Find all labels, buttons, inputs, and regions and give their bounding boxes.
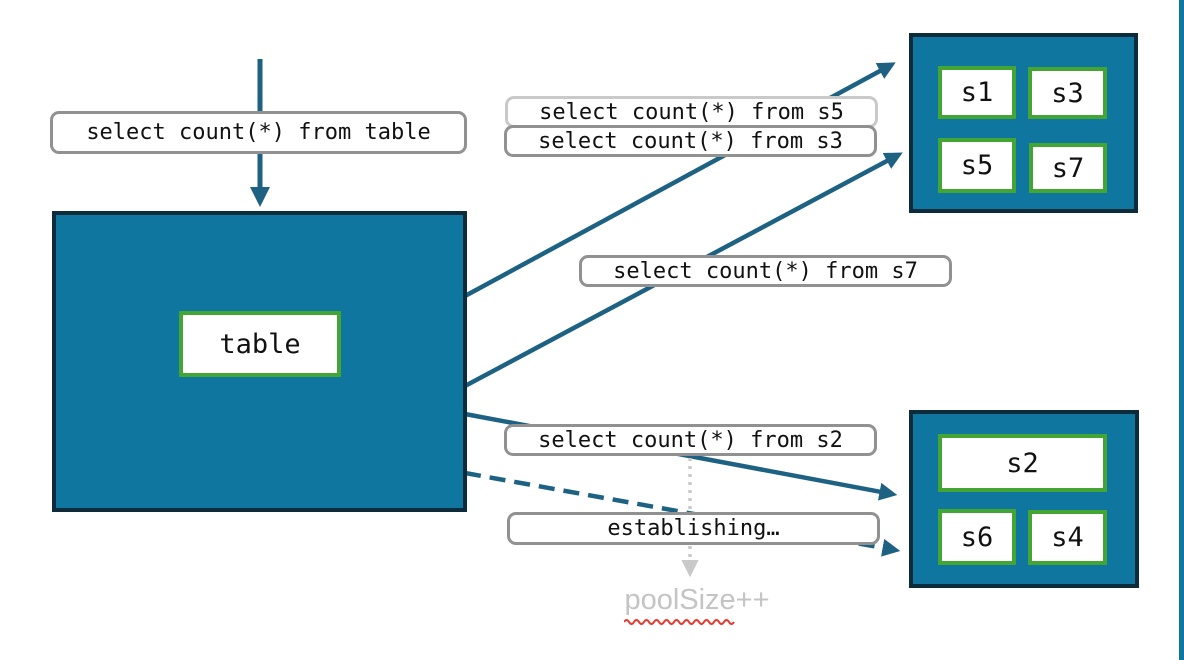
- shard-node-s7: s7: [1029, 143, 1107, 193]
- shard-node-s6: s6: [938, 509, 1016, 565]
- query-label-s7: select count(*) from s7: [579, 255, 952, 287]
- poolsize-note: poolSize++: [622, 584, 772, 625]
- shard-node-s2: s2: [938, 434, 1107, 492]
- table-node: table: [179, 311, 341, 377]
- shard-node-s5: s5: [938, 138, 1016, 193]
- query-label-table: select count(*) from table: [50, 111, 467, 154]
- query-label-s5: select count(*) from s5: [505, 96, 878, 128]
- slide-edge-strip: [1179, 0, 1184, 660]
- shard-node-s3: s3: [1028, 67, 1107, 119]
- shard-node-s1: s1: [938, 66, 1016, 119]
- shard-group-bottom: s2 s6 s4: [909, 410, 1139, 588]
- shard-node-s4: s4: [1028, 510, 1107, 565]
- status-label-establishing: establishing…: [507, 512, 880, 545]
- spellcheck-squiggle: [624, 619, 735, 625]
- poolsize-text: poolSize++: [624, 584, 770, 616]
- main-table-container: table: [52, 211, 467, 512]
- query-label-s3: select count(*) from s3: [504, 125, 877, 157]
- query-label-s2: select count(*) from s2: [504, 424, 877, 456]
- shard-group-top: s1 s3 s5 s7: [909, 33, 1138, 213]
